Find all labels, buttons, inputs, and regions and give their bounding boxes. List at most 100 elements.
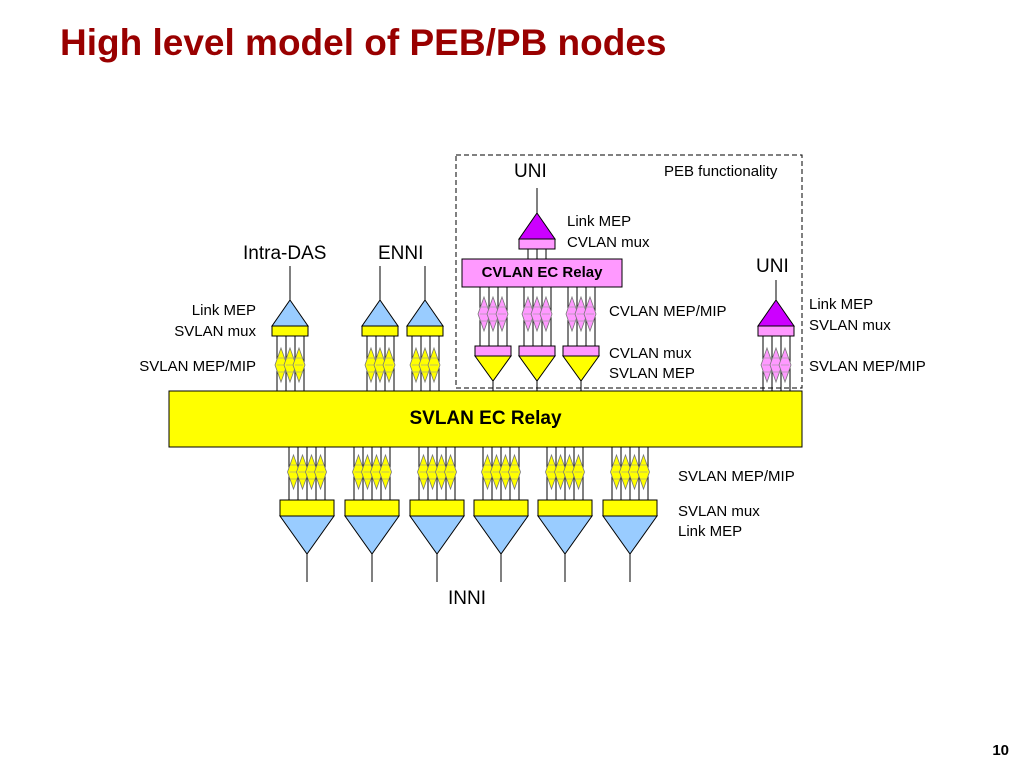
svlan-mep-mip-flow-point bbox=[370, 453, 383, 491]
cvlan-mux-svlan-mep-port-3 bbox=[562, 345, 600, 382]
port-mux-band bbox=[518, 345, 556, 357]
port-mux-band bbox=[409, 499, 465, 517]
right-svlan-mep-mip-label: SVLAN MEP/MIP bbox=[809, 358, 926, 375]
intra-das-port bbox=[271, 299, 309, 337]
svlan-mep-mip-flow-point bbox=[379, 453, 392, 491]
left-svlan-mux-label: SVLAN mux bbox=[174, 323, 256, 340]
enni-port-1 bbox=[361, 299, 399, 337]
svlan-mep-mip-flow-point bbox=[481, 453, 494, 491]
svlan-mep-mip-flow-point bbox=[508, 453, 521, 491]
svlan-mep-mip-flow-point bbox=[352, 453, 365, 491]
port-triangle bbox=[361, 299, 399, 327]
svlan-mep-mip-flow-point bbox=[373, 346, 387, 384]
svlan-mep-mip-flow-point bbox=[305, 453, 318, 491]
top-link-mep-label: Link MEP bbox=[567, 213, 632, 230]
enni-port-2 bbox=[406, 299, 444, 337]
inni-port-3 bbox=[409, 499, 465, 555]
cvlan-mep-mip-flow-point bbox=[565, 295, 579, 333]
svlan-mep-mip-flow-point bbox=[364, 346, 378, 384]
cvlan-mep-mip-flow-point bbox=[583, 295, 597, 333]
uni-right-port bbox=[757, 299, 795, 337]
port-triangle bbox=[757, 299, 795, 327]
svlan-ec-relay-label: SVLAN EC Relay bbox=[409, 408, 562, 429]
peb-functionality-label: PEB functionality bbox=[664, 163, 778, 180]
cvlan-mep-mip-flow-point bbox=[495, 295, 509, 333]
svlan-ec-relay bbox=[168, 390, 803, 448]
cvlan-mep-mip-flow-point bbox=[521, 295, 535, 333]
cvlan-mep-mip-label: CVLAN MEP/MIP bbox=[609, 303, 727, 320]
left-svlan-mep-mip-label: SVLAN MEP/MIP bbox=[139, 358, 256, 375]
svlan-mep-mip-flow-point bbox=[361, 453, 374, 491]
port-mux-band bbox=[279, 499, 335, 517]
port-triangle bbox=[474, 355, 512, 382]
port-mux-band bbox=[473, 499, 529, 517]
svlan-mep-mip-flow-point bbox=[545, 453, 558, 491]
svlan-mep-mip-flow-point bbox=[418, 346, 432, 384]
svlan-mep-mip-flow-point bbox=[619, 453, 632, 491]
right-svlan-mux-label: SVLAN mux bbox=[809, 317, 891, 334]
peb-functionality-box bbox=[455, 154, 803, 389]
inni-port-1 bbox=[279, 499, 335, 555]
svlan-mep-mip-flow-point bbox=[292, 346, 306, 384]
inni-label: INNI bbox=[448, 588, 486, 609]
port-mux-band bbox=[602, 499, 658, 517]
intra-das-label: Intra-DAS bbox=[243, 243, 327, 264]
top-cvlan-mux-label: CVLAN mux bbox=[567, 234, 650, 251]
svlan-mep-mip-flow-point bbox=[778, 346, 792, 384]
cvlan-ec-relay-label: CVLAN EC Relay bbox=[481, 264, 603, 281]
inni-port-2 bbox=[344, 499, 400, 555]
cvlan-mep-mip-flow-point bbox=[486, 295, 500, 333]
cvlan-mep-mip-flow-point bbox=[530, 295, 544, 333]
svlan-mep-mip-flow-point bbox=[409, 346, 423, 384]
port-mux-band bbox=[474, 345, 512, 357]
inni-port-5 bbox=[537, 499, 593, 555]
port-mux-band bbox=[271, 325, 309, 337]
left-link-mep-label: Link MEP bbox=[191, 302, 256, 319]
cvlan-mep-mip-flow-point bbox=[574, 295, 588, 333]
port-triangle bbox=[409, 515, 465, 555]
bottom-svlan-mux-label: SVLAN mux bbox=[678, 503, 760, 520]
enni-label: ENNI bbox=[378, 243, 424, 264]
port-triangle bbox=[406, 299, 444, 327]
svlan-mep-mip-flow-point bbox=[444, 453, 457, 491]
cvlan-mux-svlan-mep-port-1 bbox=[474, 345, 512, 382]
cvlan-mux-label: CVLAN mux bbox=[609, 345, 692, 362]
port-triangle bbox=[518, 355, 556, 382]
port-mux-band bbox=[537, 499, 593, 517]
svlan-mep-mip-flow-point bbox=[610, 453, 623, 491]
svlan-mep-mip-flow-point bbox=[314, 453, 327, 491]
svlan-mep-mip-flow-point bbox=[427, 346, 441, 384]
port-triangle bbox=[602, 515, 658, 555]
svlan-mep-mip-flow-point bbox=[637, 453, 650, 491]
cvlan-mep-mip-flow-point bbox=[477, 295, 491, 333]
svlan-mep-mip-flow-point bbox=[296, 453, 309, 491]
port-mux-band bbox=[406, 325, 444, 337]
bottom-svlan-mep-mip-label: SVLAN MEP/MIP bbox=[678, 468, 795, 485]
cvlan-mep-mip-flow-point bbox=[539, 295, 553, 333]
inni-port-6 bbox=[602, 499, 658, 555]
uni-top-port bbox=[518, 212, 556, 250]
port-triangle bbox=[279, 515, 335, 555]
port-triangle bbox=[518, 212, 556, 240]
svlan-mep-mip-flow-point bbox=[435, 453, 448, 491]
cvlan-mux-svlan-mep-port-2 bbox=[518, 345, 556, 382]
svlan-mep-mip-flow-point bbox=[426, 453, 439, 491]
svlan-mep-mip-flow-point bbox=[554, 453, 567, 491]
port-triangle bbox=[271, 299, 309, 327]
right-link-mep-label: Link MEP bbox=[809, 296, 874, 313]
svlan-mep-mip-flow-point bbox=[287, 453, 300, 491]
port-mux-band bbox=[562, 345, 600, 357]
port-mux-band bbox=[361, 325, 399, 337]
port-mux-band bbox=[757, 325, 795, 337]
port-triangle bbox=[537, 515, 593, 555]
port-triangle bbox=[562, 355, 600, 382]
uni-right-label: UNI bbox=[756, 256, 789, 277]
port-mux-band bbox=[518, 238, 556, 250]
page-number: 10 bbox=[992, 742, 1009, 759]
svlan-mep-mip-flow-point bbox=[490, 453, 503, 491]
port-mux-band bbox=[344, 499, 400, 517]
svlan-mep-mip-flow-point bbox=[572, 453, 585, 491]
svlan-mep-mip-flow-point bbox=[628, 453, 641, 491]
uni-top-label: UNI bbox=[514, 161, 547, 182]
